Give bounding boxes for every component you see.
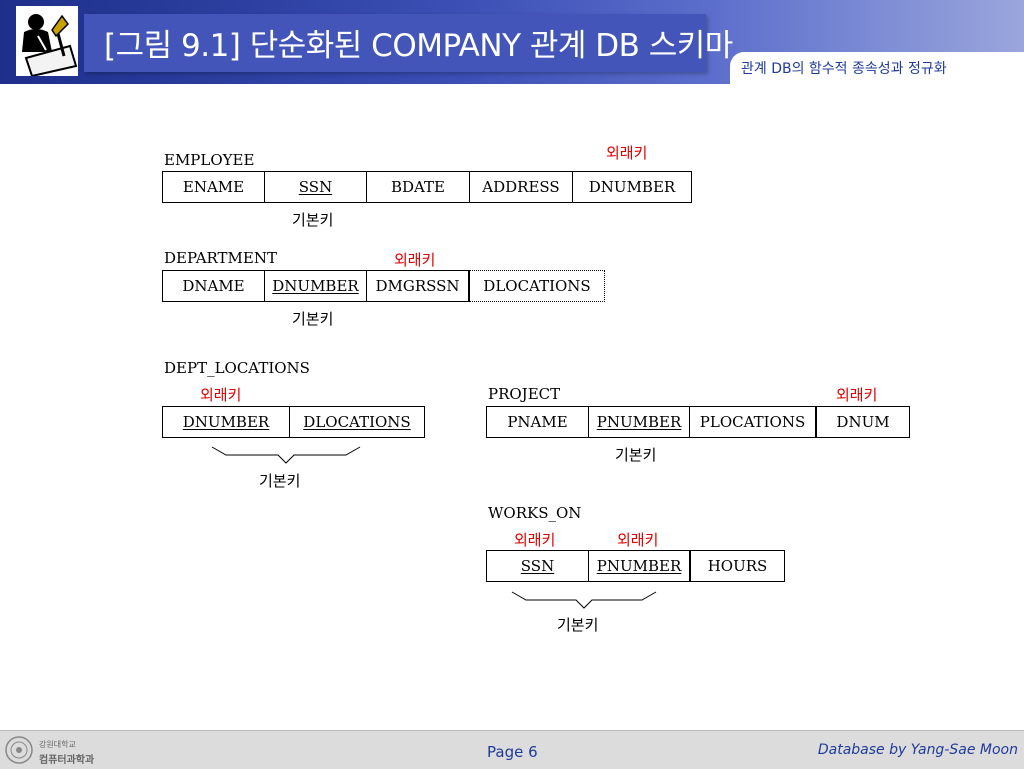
department-attr-dlocations: DLOCATIONS — [469, 270, 605, 302]
dept-locations-attr-dlocations: DLOCATIONS — [289, 406, 425, 438]
department-relation: DNAME DNUMBER DMGRSSN DLOCATIONS — [162, 270, 605, 302]
dept-locations-relation: DNUMBER DLOCATIONS — [162, 406, 425, 438]
works-on-relation-name: WORKS_ON — [488, 504, 582, 522]
department-attr-dnumber-text: DNUMBER — [272, 277, 359, 295]
employee-attr-ssn-text: SSN — [298, 178, 333, 196]
employee-foreign-key-label: 외래키 — [606, 144, 648, 162]
employee-attr-ename: ENAME — [162, 171, 265, 203]
works-on-relation: SSN PNUMBER HOURS — [486, 550, 785, 582]
works-on-key-brace — [511, 591, 657, 609]
employee-attr-address: ADDRESS — [469, 171, 573, 203]
project-relation: PNAME PNUMBER PLOCATIONS DNUM — [486, 406, 910, 438]
department-attr-dnumber: DNUMBER — [264, 270, 367, 302]
employee-relation-name: EMPLOYEE — [164, 151, 255, 169]
employee-relation: ENAME SSN BDATE ADDRESS DNUMBER — [162, 171, 692, 203]
dept-locations-primary-key-label: 기본키 — [259, 472, 301, 490]
page-title: [그림 9.1] 단순화된 COMPANY 관계 DB 스키마 — [104, 28, 733, 64]
writer-figure-icon — [16, 6, 78, 76]
dept-locations-attr-dnumber: DNUMBER — [162, 406, 290, 438]
project-relation-name: PROJECT — [488, 385, 561, 403]
dept-locations-attr-dlocations-text: DLOCATIONS — [303, 413, 411, 431]
university-seal-icon — [5, 736, 33, 764]
department-attr-dmgrssn: DMGRSSN — [366, 270, 470, 302]
department-attr-dname: DNAME — [162, 270, 265, 302]
project-attr-pnumber: PNUMBER — [588, 406, 690, 438]
project-attr-plocations: PLOCATIONS — [689, 406, 817, 438]
title-box — [84, 14, 706, 72]
works-on-attr-hours: HOURS — [690, 550, 785, 582]
dept-locations-foreign-key-label: 외래키 — [200, 386, 242, 404]
works-on-foreign-key-label-pnumber: 외래키 — [617, 531, 659, 549]
subtitle-tab — [730, 52, 1024, 84]
page-subtitle: 관계 DB의 함수적 종속성과 정규화 — [741, 61, 947, 77]
dept-locations-key-brace — [211, 446, 361, 464]
dept-locations-relation-name: DEPT_LOCATIONS — [164, 359, 310, 377]
employee-attr-bdate: BDATE — [366, 171, 470, 203]
project-foreign-key-label: 외래키 — [836, 386, 878, 404]
employee-primary-key-label: 기본키 — [292, 211, 334, 229]
project-attr-pname: PNAME — [486, 406, 589, 438]
works-on-foreign-key-label-ssn: 외래키 — [514, 531, 556, 549]
employee-attr-ssn: SSN — [264, 171, 367, 203]
works-on-primary-key-label: 기본키 — [557, 616, 599, 634]
page-number: Page 6 — [487, 743, 538, 761]
works-on-attr-pnumber-text: PNUMBER — [596, 557, 682, 575]
works-on-attr-ssn: SSN — [486, 550, 589, 582]
project-attr-pnumber-text: PNUMBER — [596, 413, 682, 431]
department-name: 컴퓨터과학과 — [39, 755, 95, 766]
credit-text: Database by Yang-Sae Moon — [817, 742, 1018, 758]
footer-bar: 강원대학교 컴퓨터과학과 Page 6 Database by Yang-Sae… — [0, 730, 1024, 769]
works-on-attr-ssn-text: SSN — [520, 557, 555, 575]
works-on-attr-pnumber: PNUMBER — [588, 550, 691, 582]
project-primary-key-label: 기본키 — [615, 446, 657, 464]
dept-locations-attr-dnumber-text: DNUMBER — [182, 413, 270, 431]
university-name: 강원대학교 — [39, 740, 76, 749]
project-attr-dnum: DNUM — [816, 406, 910, 438]
department-relation-name: DEPARTMENT — [164, 249, 277, 267]
employee-attr-dnumber: DNUMBER — [572, 171, 692, 203]
department-primary-key-label: 기본키 — [292, 310, 334, 328]
department-foreign-key-label: 외래키 — [394, 251, 436, 269]
